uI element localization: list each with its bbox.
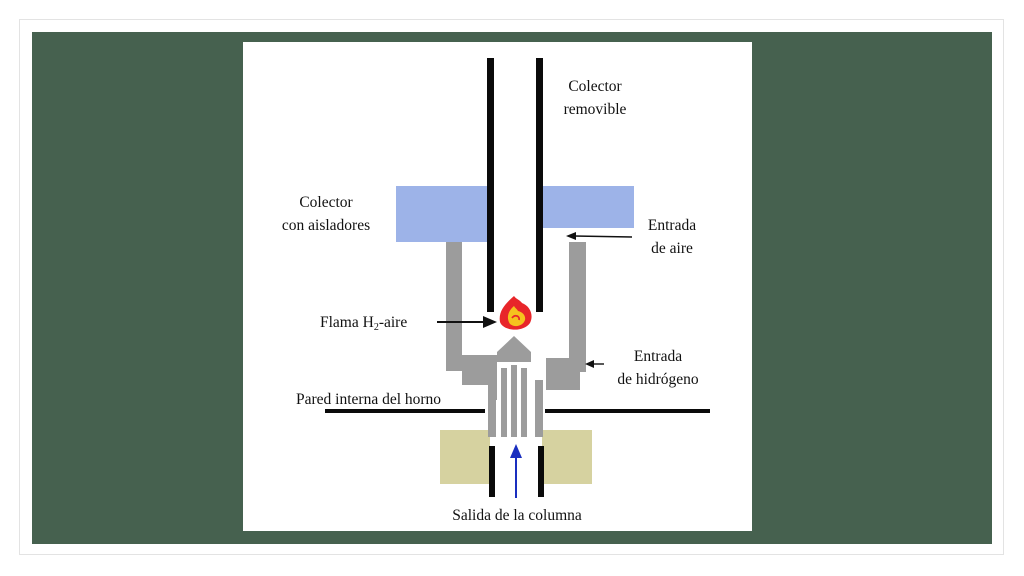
- label-collector-insulators-line1: Colector: [299, 194, 353, 211]
- diagram-svg: Colector removible Colector con aislador…: [282, 58, 710, 524]
- label-collector-removable-line1: Colector: [568, 78, 622, 95]
- label-air-inlet-line1: Entrada: [648, 217, 696, 234]
- label-column-outlet: Salida de la columna: [452, 507, 582, 524]
- insulator-block-left: [396, 186, 487, 242]
- label-air-inlet-line2: de aire: [651, 240, 693, 257]
- label-oven-wall: Pared interna del horno: [296, 391, 441, 408]
- pointer-arrows: [437, 232, 633, 498]
- label-collector-removable-line2: removible: [564, 101, 627, 118]
- detector-housing: [446, 242, 586, 437]
- flame-icon: [499, 296, 532, 330]
- fid-detector-diagram: Colector removible Colector con aislador…: [243, 42, 752, 531]
- oven-block-right: [542, 430, 592, 484]
- insulator-block-right: [543, 186, 634, 228]
- label-flame: Flama H2-aire: [320, 314, 407, 333]
- collector-electrodes: [325, 58, 710, 497]
- label-collector-insulators-line2: con aisladores: [282, 217, 370, 234]
- label-hydrogen-inlet-line2: de hidrógeno: [617, 371, 699, 388]
- label-hydrogen-inlet-line1: Entrada: [634, 348, 682, 365]
- oven-block-left: [440, 430, 490, 484]
